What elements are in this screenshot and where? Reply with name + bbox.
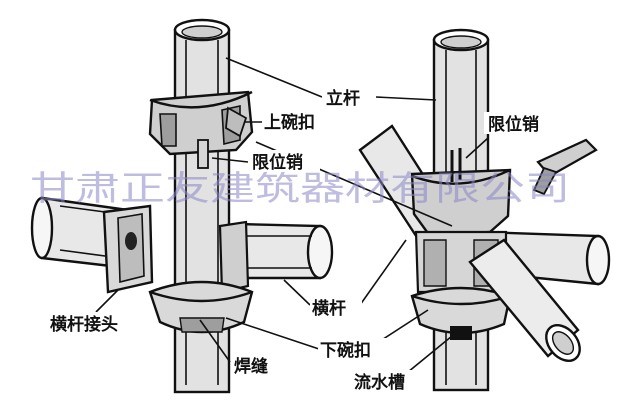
label-lower-bowl: 下碗扣 — [320, 340, 371, 361]
label-drain-slot: 流水槽 — [354, 372, 405, 393]
left-assembly — [30, 18, 334, 394]
label-limit-pin-right: 限位销 — [488, 114, 539, 135]
crossbar-joint-plate — [102, 204, 154, 294]
right-crossbar-tube-left — [236, 222, 334, 280]
label-limit-pin-left: 限位销 — [252, 152, 303, 173]
left-lower-bowl — [148, 280, 254, 334]
label-upright: 立杆 — [326, 88, 360, 109]
label-upper-bowl: 上碗扣 — [264, 112, 315, 133]
left-right-joint — [218, 220, 250, 294]
hammer-icon — [532, 138, 598, 196]
left-limit-pin — [197, 106, 248, 169]
watermark: 甘肃正友建筑器材有限公司 — [30, 169, 570, 209]
right-front-crossbar — [468, 238, 581, 362]
label-crossbar: 横杆 — [312, 298, 346, 319]
labels: 立杆 上碗扣 限位销 限位销 横杆 横杆接头 下碗扣 焊缝 流水槽 — [46, 86, 558, 393]
label-weld: 焊缝 — [234, 356, 268, 377]
label-crossbar-joint: 横杆接头 — [50, 314, 118, 335]
right-assembly — [358, 28, 611, 392]
